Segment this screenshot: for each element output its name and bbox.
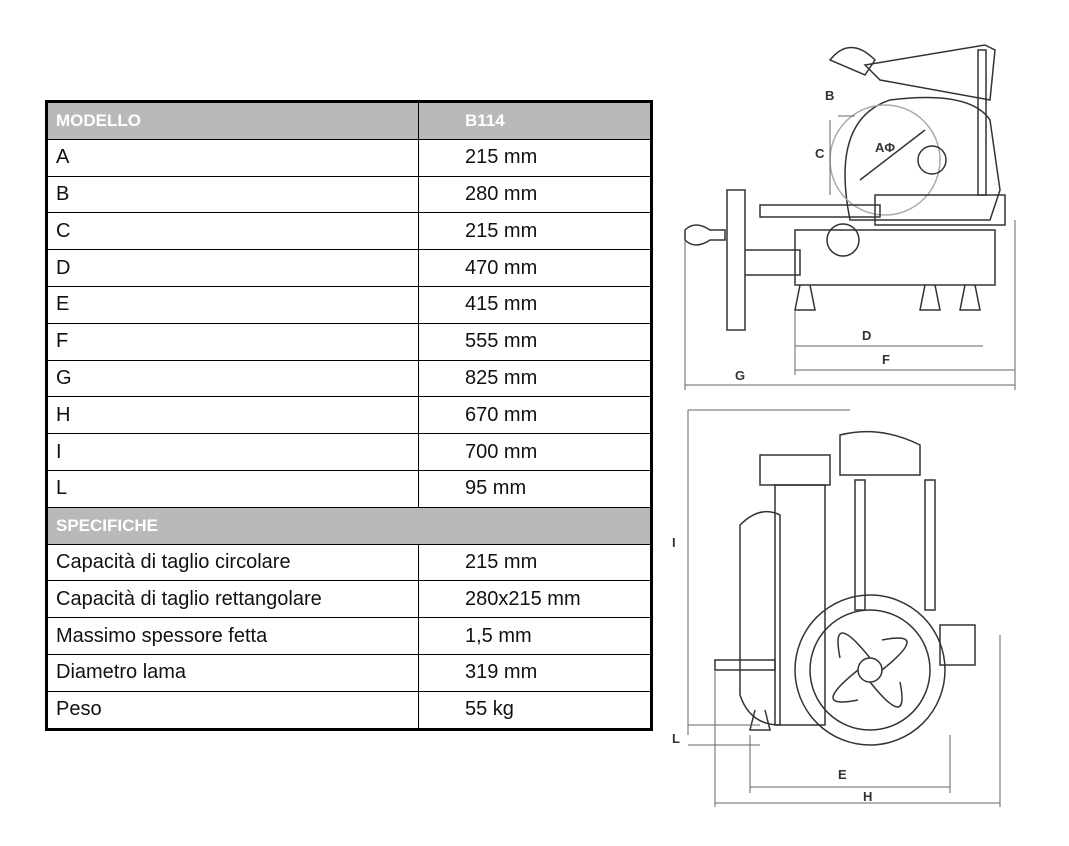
row-value: 95 mm: [418, 469, 652, 508]
label-g: G: [735, 368, 745, 383]
row-value: 215 mm: [418, 543, 652, 582]
side-view-drawing: B C AΦ D F G: [684, 44, 1016, 390]
row-value: 415 mm: [418, 285, 652, 324]
row-label: MODELLO: [46, 101, 419, 140]
front-view-drawing: I L E H: [672, 409, 1001, 807]
row-label: H: [46, 396, 419, 435]
table-header-row: SPECIFICHE: [46, 506, 652, 545]
label-c: C: [815, 146, 825, 161]
label-f: F: [882, 352, 890, 367]
row-value: 700 mm: [418, 433, 652, 471]
label-l: L: [672, 731, 680, 746]
row-value: 555 mm: [418, 322, 652, 361]
row-label: Massimo spessore fetta: [46, 617, 419, 655]
row-value: 319 mm: [418, 653, 652, 692]
row-value: B114: [418, 101, 652, 140]
label-i: I: [672, 535, 676, 550]
label-h: H: [863, 789, 872, 804]
row-label: D: [46, 249, 419, 287]
row-value: 1,5 mm: [418, 617, 652, 655]
row-label: C: [46, 212, 419, 251]
row-value: 825 mm: [418, 359, 652, 398]
label-a: AΦ: [875, 140, 895, 155]
row-value: 280x215 mm: [418, 580, 652, 619]
row-label: L: [46, 469, 419, 508]
label-d: D: [862, 328, 871, 343]
row-label: A: [46, 138, 419, 177]
row-value: 55 kg: [418, 690, 652, 730]
row-label: B: [46, 175, 419, 214]
row-label: I: [46, 433, 419, 471]
row-label: F: [46, 322, 419, 361]
row-label: Capacità di taglio circolare: [46, 543, 419, 582]
row-label: G: [46, 359, 419, 398]
row-label: SPECIFICHE: [46, 506, 652, 545]
label-e: E: [838, 767, 847, 782]
row-value: 470 mm: [418, 249, 652, 287]
row-value: 215 mm: [418, 138, 652, 177]
row-label: E: [46, 285, 419, 324]
row-label: Diametro lama: [46, 653, 419, 692]
row-value: 215 mm: [418, 212, 652, 251]
label-b: B: [825, 88, 834, 103]
row-label: Peso: [46, 690, 419, 730]
row-label: Capacità di taglio rettangolare: [46, 580, 419, 619]
row-value: 280 mm: [418, 175, 652, 214]
row-value: 670 mm: [418, 396, 652, 435]
